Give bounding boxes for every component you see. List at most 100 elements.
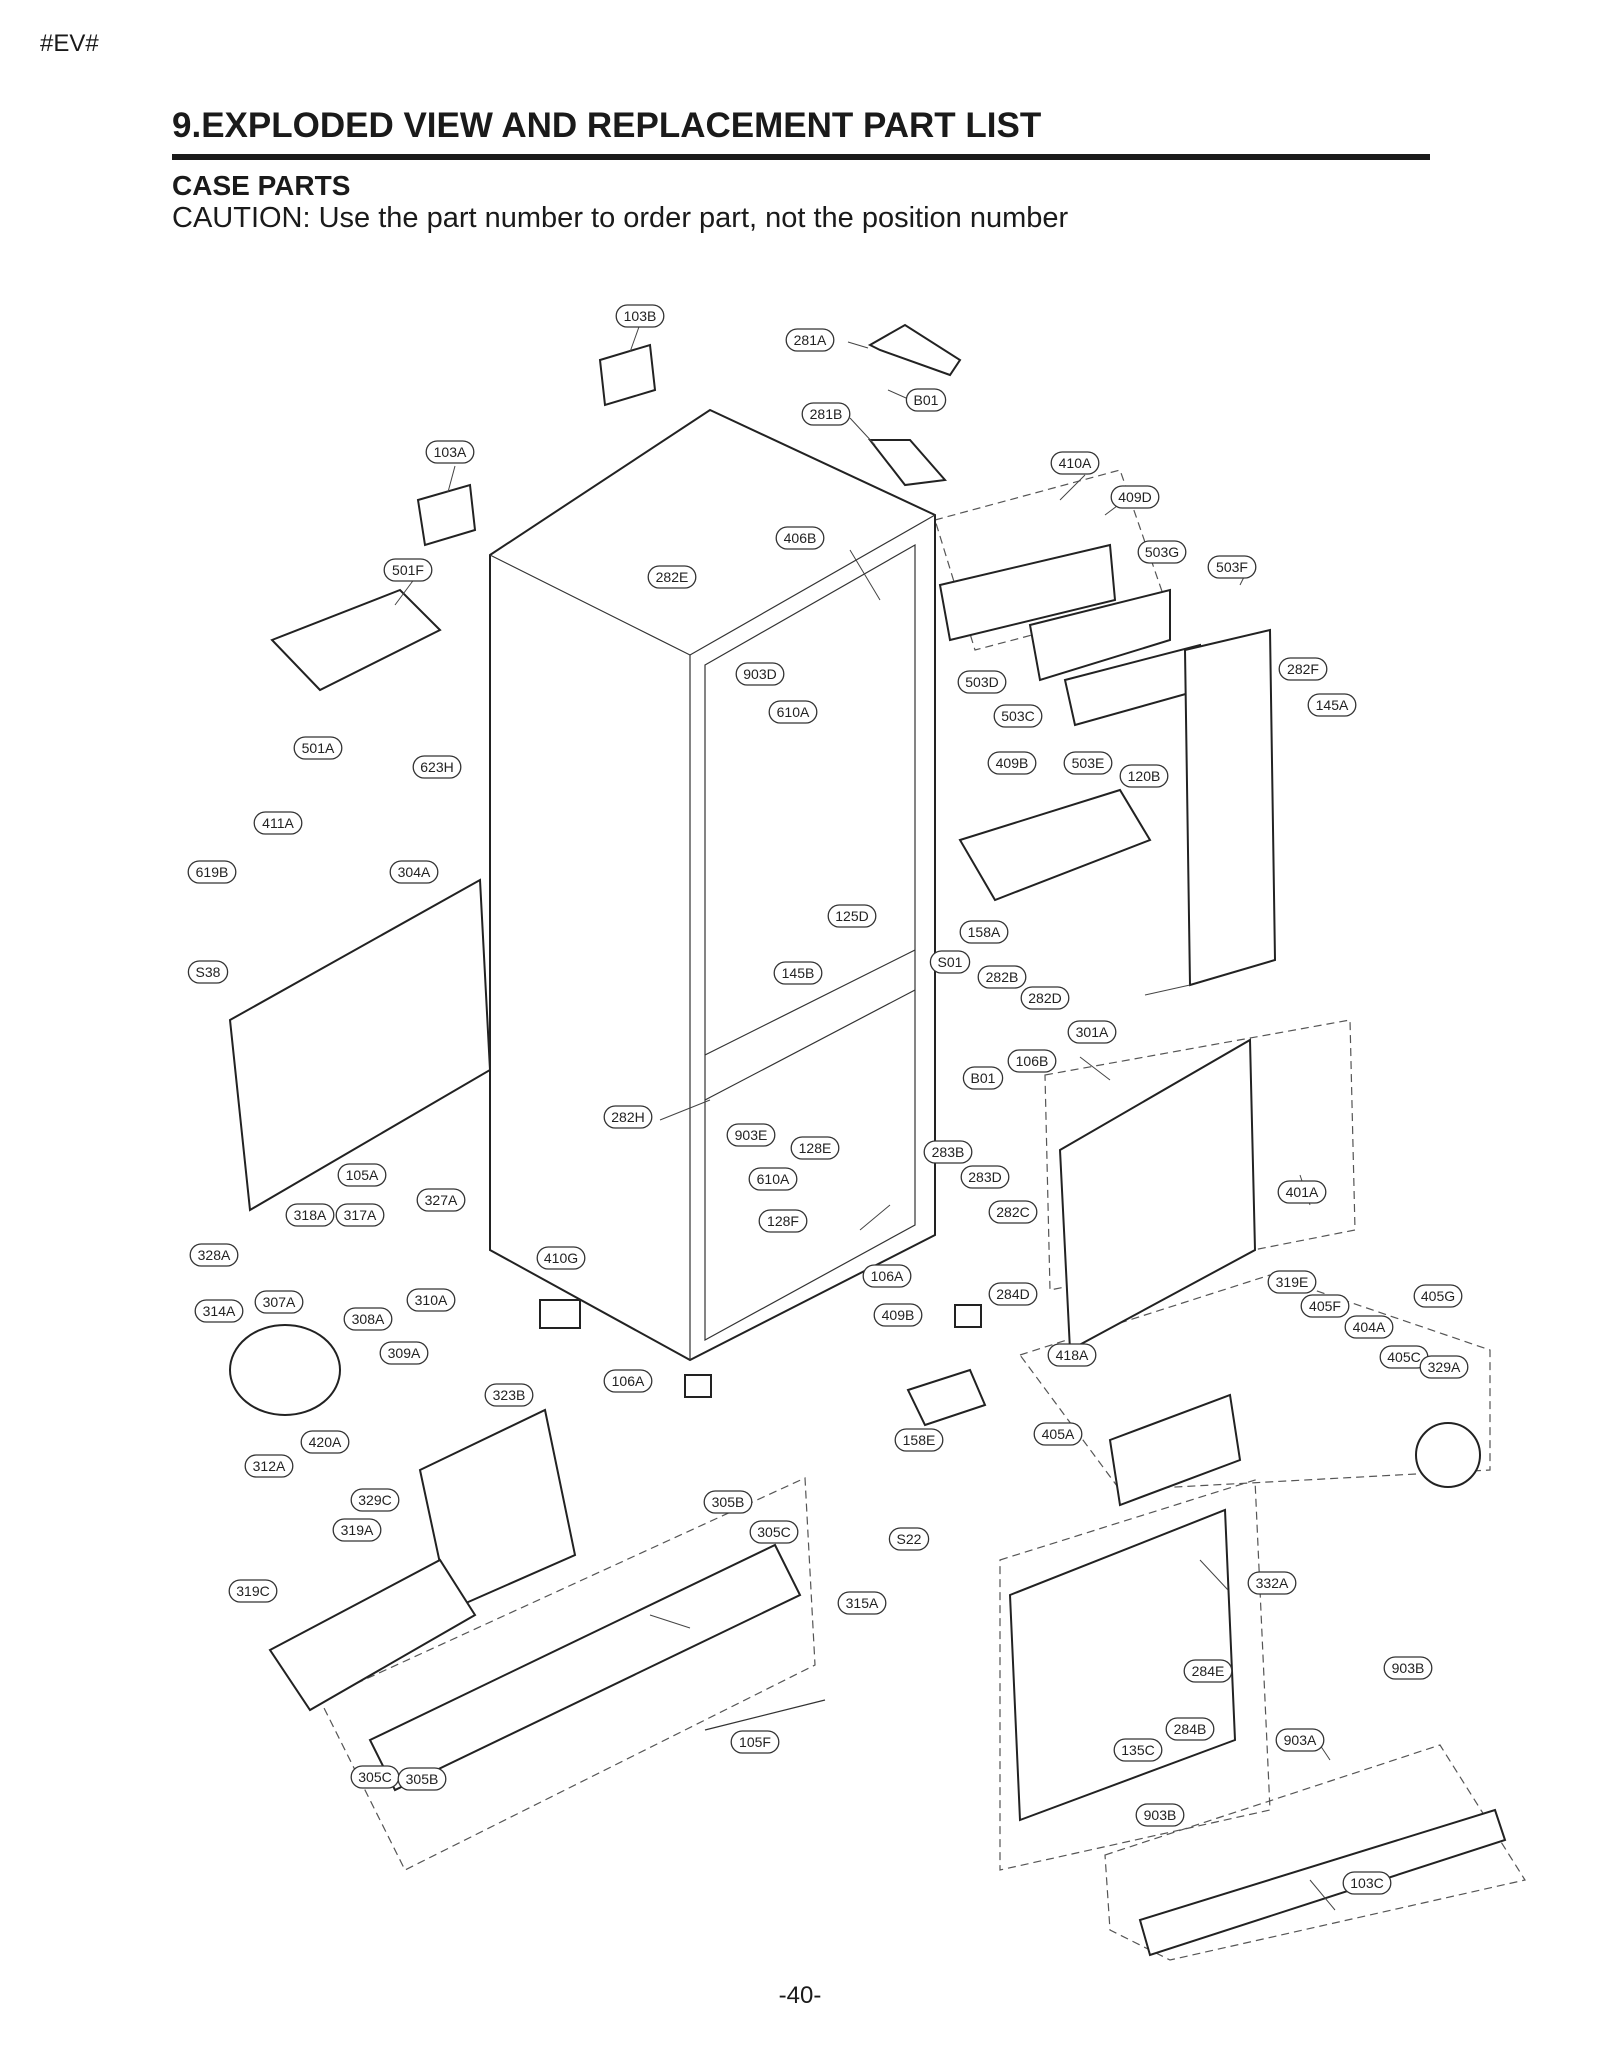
component-outlines xyxy=(228,323,1507,1957)
callout-label: S22 xyxy=(897,1531,922,1547)
callout-label: 103B xyxy=(624,308,657,324)
callout-oval xyxy=(748,1167,798,1191)
part-callout: 310A xyxy=(406,1288,456,1312)
callout-oval xyxy=(1247,1571,1297,1595)
callout-label: 406B xyxy=(784,530,817,546)
part-callout: 105A xyxy=(337,1163,387,1187)
part-callout: B01 xyxy=(905,388,947,412)
callout-label: 319A xyxy=(341,1522,374,1538)
callout-oval xyxy=(888,1527,930,1551)
callout-label: 319E xyxy=(1276,1274,1309,1290)
callout-oval xyxy=(615,304,665,328)
callout-label: 105A xyxy=(346,1167,379,1183)
refrigerator-case xyxy=(489,408,936,1362)
callout-oval xyxy=(1047,1343,1097,1367)
callout-label: 610A xyxy=(777,704,810,720)
part-callout: 106B xyxy=(1007,1049,1057,1073)
part-callout: 283B xyxy=(923,1140,973,1164)
callout-label: 282F xyxy=(1287,661,1319,677)
callout-oval xyxy=(1300,1294,1350,1318)
part-callout: 410A xyxy=(1050,451,1100,475)
part-callout: 103B xyxy=(615,304,665,328)
part-callout: 903A xyxy=(1275,1728,1325,1752)
callout-oval xyxy=(383,558,433,582)
callout-oval xyxy=(1007,1049,1057,1073)
part-callout: 128E xyxy=(790,1136,840,1160)
part-callout: S01 xyxy=(929,950,971,974)
part-callout: 282B xyxy=(977,965,1027,989)
callout-label: 405A xyxy=(1042,1426,1075,1442)
callout-oval xyxy=(862,1264,912,1288)
callout-label: 305B xyxy=(712,1494,745,1510)
callout-oval xyxy=(285,1203,335,1227)
callout-oval xyxy=(987,751,1037,775)
callout-label: 282C xyxy=(996,1204,1029,1220)
callout-label: 903B xyxy=(1144,1807,1177,1823)
callout-oval xyxy=(957,670,1007,694)
callout-oval xyxy=(416,1188,466,1212)
callout-oval xyxy=(1383,1656,1433,1680)
callout-oval xyxy=(335,1203,385,1227)
part-callout: 401A xyxy=(1277,1180,1327,1204)
callout-oval xyxy=(343,1307,393,1331)
callout-oval xyxy=(337,1163,387,1187)
callout-label: 304A xyxy=(398,864,431,880)
part-callout: 503E xyxy=(1063,751,1113,775)
callout-label: 903B xyxy=(1392,1660,1425,1676)
callout-oval xyxy=(1033,1422,1083,1446)
part-callout: 903B xyxy=(1383,1656,1433,1680)
part-callout: 284D xyxy=(988,1282,1038,1306)
callout-label: 903E xyxy=(735,1127,768,1143)
part-callout: 158E xyxy=(894,1428,944,1452)
callout-label: 145A xyxy=(1316,697,1349,713)
callout-oval xyxy=(977,965,1027,989)
callout-oval xyxy=(603,1105,653,1129)
callout-label: B01 xyxy=(971,1070,996,1086)
callout-oval xyxy=(647,565,697,589)
callout-label: 309A xyxy=(388,1345,421,1361)
part-callout: 312A xyxy=(244,1454,294,1478)
callout-oval xyxy=(873,1303,923,1327)
callout-label: 409B xyxy=(996,755,1029,771)
callout-label: 409D xyxy=(1118,489,1151,505)
part-callout: 307A xyxy=(254,1290,304,1314)
part-callout: 405G xyxy=(1413,1284,1463,1308)
part-callout: 315A xyxy=(837,1591,887,1615)
callout-label: S38 xyxy=(196,964,221,980)
part-callout: 305C xyxy=(350,1765,400,1789)
part-callout: 903B xyxy=(1135,1803,1185,1827)
part-callout: 282D xyxy=(1020,986,1070,1010)
part-callout: 283D xyxy=(960,1165,1010,1189)
callout-label: 281B xyxy=(810,406,843,422)
part-callout: 610A xyxy=(748,1167,798,1191)
callout-oval xyxy=(1207,555,1257,579)
callout-label: 106A xyxy=(871,1268,904,1284)
callout-label: 410G xyxy=(544,1250,578,1266)
callout-label: 125D xyxy=(835,908,868,924)
callout-oval xyxy=(1275,1728,1325,1752)
callout-oval xyxy=(603,1369,653,1393)
callout-label: 282H xyxy=(611,1109,644,1125)
callout-label: S01 xyxy=(938,954,963,970)
callout-label: 328A xyxy=(198,1247,231,1263)
part-callout: 281A xyxy=(785,328,835,352)
callout-oval xyxy=(929,950,971,974)
callout-label: 619B xyxy=(196,864,229,880)
callout-label: 903D xyxy=(743,666,776,682)
callout-layer: 103B281AB01281B103A410A409D406B503G503F2… xyxy=(187,304,1469,1895)
callout-oval xyxy=(425,440,475,464)
part-callout: 501A xyxy=(293,736,343,760)
callout-oval xyxy=(228,1579,278,1603)
callout-label: 405C xyxy=(1387,1349,1420,1365)
part-callout: 284B xyxy=(1165,1717,1215,1741)
title-divider xyxy=(172,154,1430,160)
part-callout: 304A xyxy=(389,860,439,884)
callout-label: 312A xyxy=(253,1458,286,1474)
callout-label: 329C xyxy=(358,1492,391,1508)
part-callout: 420A xyxy=(300,1430,350,1454)
callout-label: 420A xyxy=(309,1434,342,1450)
callout-label: 503F xyxy=(1216,559,1248,575)
part-callout: 319A xyxy=(332,1518,382,1542)
part-callout: 103C xyxy=(1342,1871,1392,1895)
part-callout: 323B xyxy=(484,1383,534,1407)
